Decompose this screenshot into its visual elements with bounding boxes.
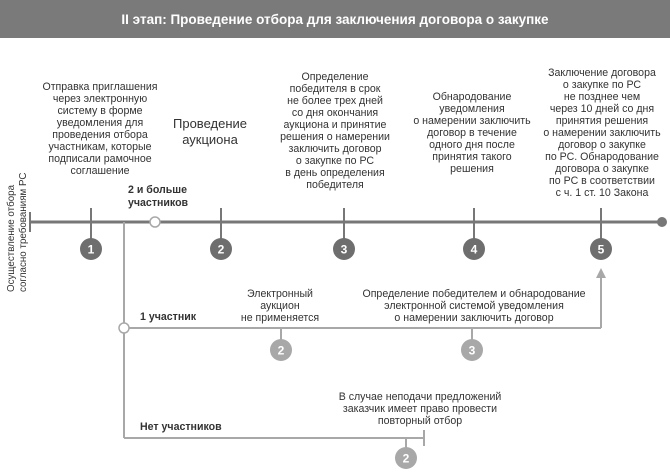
step-1-line-1: Отправка приглашения: [42, 81, 157, 93]
step-1-line-4: уведомления для: [57, 117, 143, 129]
step-2-line-1: Проведение: [173, 116, 247, 131]
step-5-line-10: по РС в соответствии: [549, 175, 655, 187]
step-3-description: Определение победителя в срок не более т…: [280, 71, 390, 191]
step-3-line-2: победителя в срок: [290, 83, 381, 95]
side-label-line-1: Осуществление отбора: [6, 184, 17, 292]
step-5-description: Заключение договора о закупке по РС не п…: [543, 67, 661, 199]
step-4-line-6: принятия такого: [432, 151, 511, 163]
step-5-line-7: договор о закупке: [558, 139, 646, 151]
step-4-line-1: Обнародование: [433, 91, 512, 103]
step-3-number: 3: [341, 243, 348, 257]
step-1-line-7: подписали рамочное: [48, 153, 151, 165]
one-step-2-description: Электронный аукцион не применяется: [241, 288, 319, 324]
no-participants-label: Нет участников: [140, 421, 222, 433]
step-4-description: Обнародование уведомления о намерении за…: [413, 91, 531, 175]
step-5-line-8: по РС. Обнародование: [545, 151, 659, 163]
step-1-line-2: через электронную: [53, 93, 147, 105]
step-2-number-badge: 2: [210, 238, 232, 260]
one-step-2-number-badge: 2: [270, 339, 292, 361]
none-step-2-number: 2: [403, 452, 410, 466]
title-banner: II этап: Проведение отбора для заключени…: [0, 0, 670, 38]
step-5-line-9: договора о закупке: [555, 163, 649, 175]
none-step-2-line-3: повторный отбор: [378, 415, 462, 427]
one-step-2-number: 2: [278, 344, 285, 358]
none-step-2-description: В случае неподачи предложений заказчик и…: [339, 391, 502, 427]
one-participant-label: 1 участник: [140, 311, 197, 323]
one-step-3-line-2: электронной системой уведомления: [384, 300, 564, 312]
step-1-number: 1: [88, 243, 95, 257]
step-4-line-4: договор в течение: [427, 127, 517, 139]
one-step-3-number: 3: [469, 344, 476, 358]
step-4-number-badge: 4: [463, 238, 485, 260]
step-5-number-badge: 5: [590, 238, 612, 260]
step-1-line-6: участникам, которые: [49, 141, 152, 153]
none-step-2-line-1: В случае неподачи предложений: [339, 391, 502, 403]
step-3-line-6: решения о намерении: [280, 131, 390, 143]
many-participants-label-2: участников: [128, 197, 189, 209]
main-timeline-end-dot: [657, 217, 667, 227]
step-5-line-2: о закупке по РС: [563, 79, 641, 91]
step-3-line-5: аукциона и принятие: [284, 119, 387, 131]
none-step-2-number-badge: 2: [395, 447, 417, 469]
step-3-line-1: Определение: [302, 71, 369, 83]
step-3-line-3: не более трех дней: [287, 95, 383, 107]
one-step-2-line-3: не применяется: [241, 312, 319, 324]
side-label-line-2: согласно требованиям РС: [18, 173, 29, 292]
step-1-number-badge: 1: [80, 238, 102, 260]
step-5-line-3: не позднее чем: [564, 91, 640, 103]
one-step-3-description: Определение победителем и обнародование …: [362, 288, 585, 324]
step-4-line-2: уведомления: [439, 103, 504, 115]
step-3-line-8: о закупке по РС: [296, 155, 374, 167]
step-4-number: 4: [471, 243, 478, 257]
step-3-line-10: победителя: [306, 179, 364, 191]
page-title: II этап: Проведение отбора для заключени…: [121, 11, 549, 27]
one-step-3-number-badge: 3: [461, 339, 483, 361]
step-3-line-4: со дня окончания: [292, 107, 378, 119]
one-participant-arrowhead: [596, 268, 606, 278]
step-5-line-5: принятия решения: [556, 115, 648, 127]
step-1-description: Отправка приглашения через электронную с…: [42, 81, 157, 177]
step-4-line-5: одного дня после: [429, 139, 515, 151]
step-3-number-badge: 3: [333, 238, 355, 260]
step-3-line-9: в день определения: [285, 167, 384, 179]
step-5-line-1: Заключение договора: [548, 67, 656, 79]
step-5-line-11: с ч. 1 ст. 10 Закона: [556, 187, 649, 199]
many-participants-node: [149, 216, 161, 228]
step-1-line-5: проведения отбора: [52, 129, 148, 141]
one-step-2-line-2: аукцион: [260, 300, 300, 312]
many-participants-label-1: 2 и больше: [128, 184, 187, 196]
side-label: Осуществление отбора согласно требования…: [6, 173, 29, 292]
step-2-number: 2: [218, 243, 225, 257]
one-step-3-line-3: о намерении заключить договор: [394, 312, 553, 324]
step-3-line-7: заключить договор: [288, 143, 381, 155]
step-2-description: Проведение аукциона: [173, 116, 247, 147]
step-4-line-7: решения: [450, 163, 494, 175]
step-1-line-8: соглашение: [70, 165, 129, 177]
step-5-line-6: о намерении заключить: [543, 127, 661, 139]
step-4-line-3: о намерении заключить: [413, 115, 531, 127]
step-2-line-2: аукциона: [182, 132, 238, 147]
step-5-line-4: через 10 дней со дня: [550, 103, 654, 115]
one-step-2-line-1: Электронный: [247, 288, 313, 300]
none-step-2-line-2: заказчик имеет право провести: [343, 403, 497, 415]
one-step-3-line-1: Определение победителем и обнародование: [362, 288, 585, 300]
one-participant-node: [118, 322, 130, 334]
step-5-number: 5: [598, 243, 605, 257]
step-1-line-3: систему в форме: [57, 105, 142, 117]
